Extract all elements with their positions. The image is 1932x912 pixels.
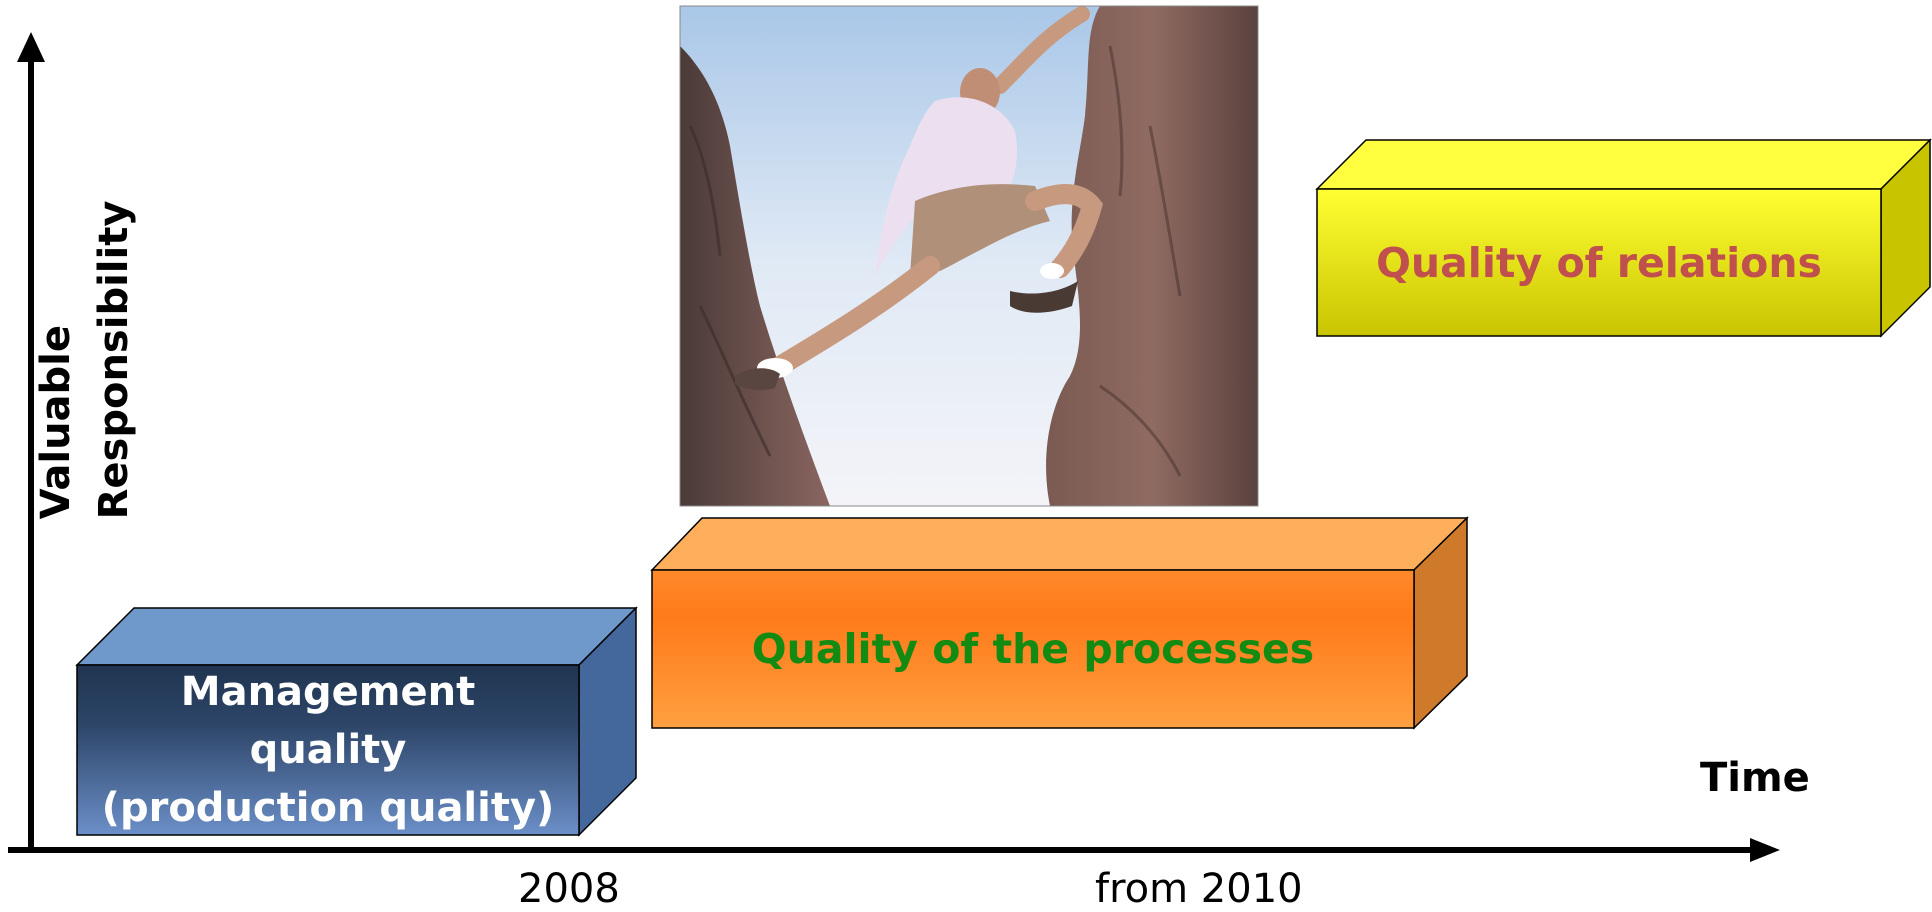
- y-axis-arrowhead: [17, 32, 45, 62]
- y-axis-label-line-1: Valuable: [33, 324, 79, 520]
- block-quality-relations: [1315, 138, 1932, 338]
- quality-relations-label: Quality of relations: [1376, 238, 1822, 287]
- management-quality-line-1: Management: [180, 669, 476, 715]
- block-management-quality: [75, 606, 638, 837]
- x-axis: [8, 838, 1780, 862]
- management-quality-label: Management quality (production quality): [77, 665, 579, 835]
- block-quality-processes: [650, 516, 1469, 730]
- block-management-front: [76, 664, 580, 836]
- x-tick-from-2010: from 2010: [1095, 866, 1303, 912]
- x-axis-arrowhead: [1750, 838, 1780, 862]
- x-axis-title: Time: [1700, 755, 1810, 801]
- right-rock: [1046, 6, 1258, 506]
- management-quality-line-3: (production quality): [101, 785, 555, 831]
- left-rock: [680, 46, 830, 506]
- y-axis-label-line-2: Responsibility: [91, 200, 137, 520]
- climber-photo: [679, 5, 1259, 507]
- block-processes-front: [651, 569, 1415, 729]
- quality-processes-label: Quality of the processes: [751, 625, 1315, 673]
- block-processes-top: [650, 517, 1469, 571]
- y-axis: [17, 32, 45, 852]
- block-management-top: [75, 607, 638, 666]
- x-tick-2008: 2008: [518, 866, 620, 912]
- y-axis-label: Valuable Responsibility: [25, 201, 145, 520]
- block-relations-top: [1315, 139, 1932, 190]
- block-relations-front: [1316, 188, 1882, 337]
- management-quality-line-2: quality: [249, 727, 407, 773]
